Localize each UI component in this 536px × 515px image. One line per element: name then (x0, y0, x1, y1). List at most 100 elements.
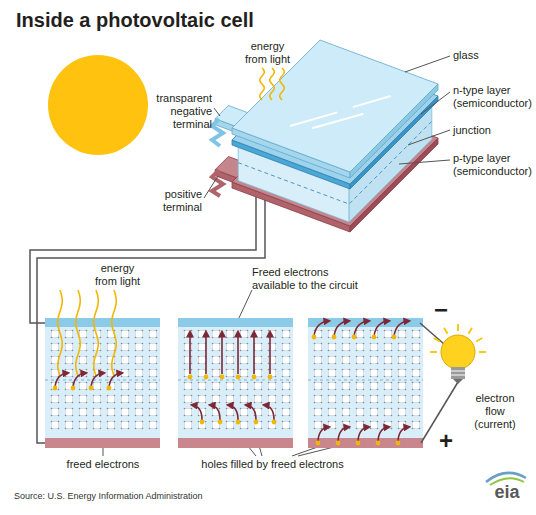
electron-arrow (192, 405, 202, 420)
lattice-atom (150, 422, 157, 429)
callout-label: p-type layer (semiconductor) (453, 152, 535, 178)
lattice-bond (275, 382, 277, 384)
lattice-bond (363, 350, 365, 352)
lattice-bond (398, 350, 400, 352)
electron-arrow (358, 427, 369, 443)
lattice-bond (247, 369, 249, 371)
lattice-bond (391, 402, 393, 404)
lattice-bond (405, 415, 407, 417)
electron-arrow (269, 332, 271, 374)
lattice-bond (226, 350, 228, 352)
lattice-bond (100, 395, 102, 397)
lattice-bond (419, 428, 421, 430)
lattice-bond (156, 343, 158, 345)
lattice-bond (205, 402, 207, 404)
lattice-bond (377, 330, 379, 332)
lattice-atom (399, 409, 406, 416)
lattice-bond (79, 395, 81, 397)
lattice-atom (357, 344, 364, 351)
lattice-bond (219, 428, 221, 430)
lattice-bond (72, 363, 74, 365)
light-wave (260, 68, 265, 100)
lattice-atom (385, 331, 392, 338)
lattice-bond (289, 421, 291, 423)
electron-arrow (264, 405, 274, 420)
lattice-atom (150, 357, 157, 364)
lattice-bond (149, 408, 151, 410)
lattice-bond (65, 382, 67, 384)
lattice-bond (398, 382, 400, 384)
lattice-atom (227, 383, 234, 390)
lattice-bond (342, 421, 344, 423)
lattice-bond (384, 330, 386, 332)
lattice-atom (80, 331, 87, 338)
lattice-bond (349, 402, 351, 404)
lattice-bond (219, 350, 221, 352)
lattice-bond (86, 369, 88, 371)
lattice-bond (289, 382, 291, 384)
callout-label: Freed electrons available to the circuit (252, 266, 364, 292)
lattice-bond (219, 343, 221, 345)
lattice-bond (212, 395, 214, 397)
lattice-bond (356, 408, 358, 410)
callout-label: holes filled by freed electrons (180, 458, 365, 471)
lattice-bond (370, 428, 372, 430)
lattice-bond (135, 337, 137, 339)
lattice-atom (399, 331, 406, 338)
lattice-bond (121, 415, 123, 417)
lattice-bond (247, 421, 249, 423)
electron-dot (188, 375, 193, 380)
lattice-bond (149, 389, 151, 391)
lattice-bond (356, 415, 358, 417)
lattice-bond (384, 421, 386, 423)
lattice-bond (412, 330, 414, 332)
lattice-bond (261, 389, 263, 391)
electron-dot (107, 386, 112, 391)
lattice-bond (349, 343, 351, 345)
bulb-tip (453, 379, 463, 384)
lattice-bond (314, 402, 316, 404)
lattice-bond (412, 369, 414, 371)
lattice-bond (184, 428, 186, 430)
lattice-bond (233, 421, 235, 423)
lattice-atom (94, 422, 101, 429)
lattice-bond (328, 343, 330, 345)
lattice-bond (377, 421, 379, 423)
lattice-bond (356, 350, 358, 352)
lattice-atom (66, 357, 73, 364)
lattice-bond (254, 428, 256, 430)
lattice-bond (156, 389, 158, 391)
lattice-atom (255, 331, 262, 338)
lattice-bond (268, 421, 270, 423)
lattice-bond (191, 382, 193, 384)
lattice-bond (156, 350, 158, 352)
lattice-bond (149, 330, 151, 332)
lattice-bond (149, 363, 151, 365)
lattice-bond (240, 330, 242, 332)
lattice-bond (142, 363, 144, 365)
lattice-bond (107, 428, 109, 430)
lattice-bond (72, 343, 74, 345)
lattice-bond (377, 363, 379, 365)
electron-arrow (237, 332, 239, 374)
lattice-bond (335, 415, 337, 417)
lattice-bond (114, 369, 116, 371)
lattice-bond (289, 395, 291, 397)
lattice-bond (142, 428, 144, 430)
lattice-bond (226, 356, 228, 358)
lattice-bond (377, 382, 379, 384)
lattice-bond (342, 337, 344, 339)
lattice-bond (65, 389, 67, 391)
lattice-atom (343, 370, 350, 377)
lattice-bond (100, 408, 102, 410)
electron-dot (218, 420, 223, 425)
lattice-bond (247, 395, 249, 397)
lattice-bond (405, 395, 407, 397)
lattice-bond (142, 408, 144, 410)
lattice-bond (65, 369, 67, 371)
lattice-bond (58, 337, 60, 339)
electron-dot (268, 375, 273, 380)
lattice-bond (219, 369, 221, 371)
lattice-bond (156, 337, 158, 339)
lattice-bond (86, 350, 88, 352)
